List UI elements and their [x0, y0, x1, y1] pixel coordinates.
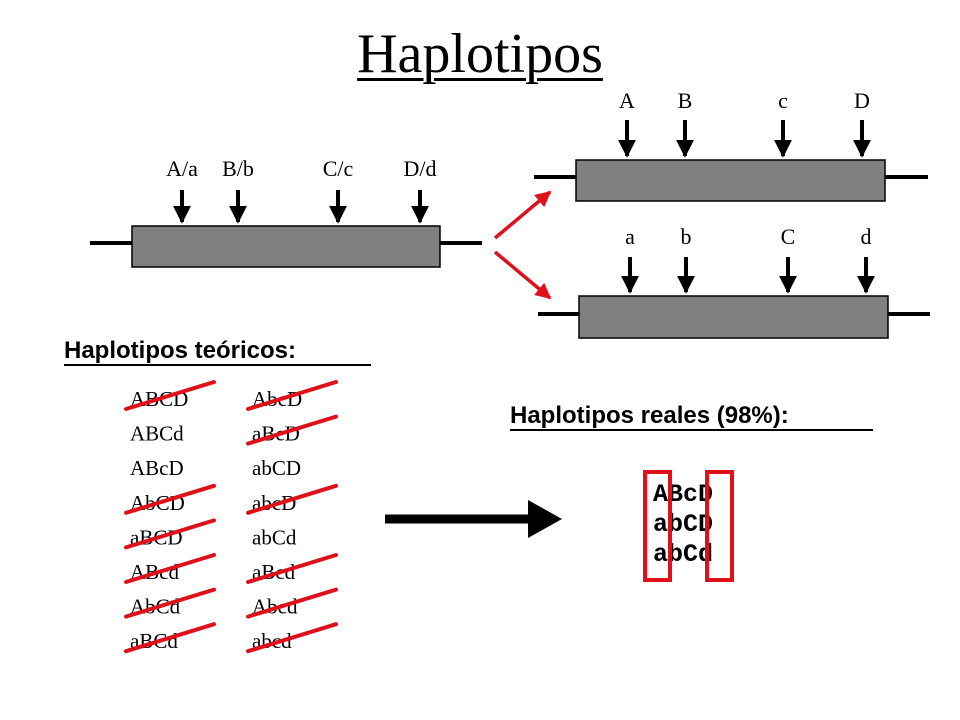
- locus-label: D/d: [404, 156, 437, 181]
- chromosome-bar: [575, 159, 886, 202]
- locus-label: d: [861, 224, 872, 249]
- strike-line: [124, 587, 216, 619]
- strike-line: [124, 518, 216, 550]
- theoretical-haplotype: ABCd: [130, 422, 184, 446]
- theoretical-column-1: ABCDABCdABcDAbCDaBCDABcdAbCdaBCd: [124, 380, 216, 654]
- split-arrow-down: [493, 250, 552, 300]
- strike-line: [246, 483, 338, 515]
- page-title: Haplotipos: [357, 23, 603, 85]
- locus-label: b: [681, 224, 692, 249]
- locus-label: B: [678, 88, 693, 113]
- strike-line: [246, 414, 338, 446]
- strike-line: [246, 622, 338, 654]
- result-arrow-head: [528, 500, 562, 538]
- real-haplotype: abCd: [653, 540, 713, 569]
- real-heading: Haplotipos reales (98%):: [510, 402, 789, 429]
- strike-line: [124, 622, 216, 654]
- strike-line: [246, 587, 338, 619]
- haplotype-top-chromosome: [534, 159, 928, 202]
- strike-line: [246, 380, 338, 411]
- locus-label: C/c: [323, 156, 354, 181]
- locus-label: c: [778, 88, 788, 113]
- strike-line: [124, 483, 216, 515]
- real-haplotype: abCD: [653, 510, 713, 539]
- strike-line: [124, 380, 216, 411]
- theoretical-haplotype: abCD: [252, 456, 301, 480]
- theoretical-heading: Haplotipos teóricos:: [64, 337, 296, 364]
- chromosome-bar: [578, 295, 889, 339]
- haplotype-bottom-chromosome: [538, 295, 930, 339]
- chromosome-bar: [131, 225, 441, 268]
- locus-label: A/a: [166, 156, 198, 181]
- split-arrow-up: [493, 190, 552, 240]
- locus-label: a: [625, 224, 635, 249]
- theoretical-column-2: AbcDaBcDabCDabcDabCdaBcdAbcdabcd: [246, 380, 338, 654]
- result-arrow: [385, 500, 562, 538]
- genotype-chromosome: [90, 225, 482, 268]
- locus-label: D: [854, 88, 870, 113]
- strike-line: [246, 553, 338, 584]
- locus-label: A: [619, 88, 635, 113]
- highlight-box-first-column: [643, 470, 672, 582]
- genotype-markers: A/a B/b C/c D/d: [166, 156, 437, 224]
- real-haplotype: ABcD: [653, 480, 713, 509]
- theoretical-haplotype: ABcD: [130, 456, 184, 480]
- strike-line: [124, 553, 216, 584]
- theoretical-haplotype: abCd: [252, 525, 297, 549]
- locus-label: B/b: [222, 156, 254, 181]
- highlight-box-last-column: [705, 470, 734, 582]
- locus-label: C: [781, 224, 796, 249]
